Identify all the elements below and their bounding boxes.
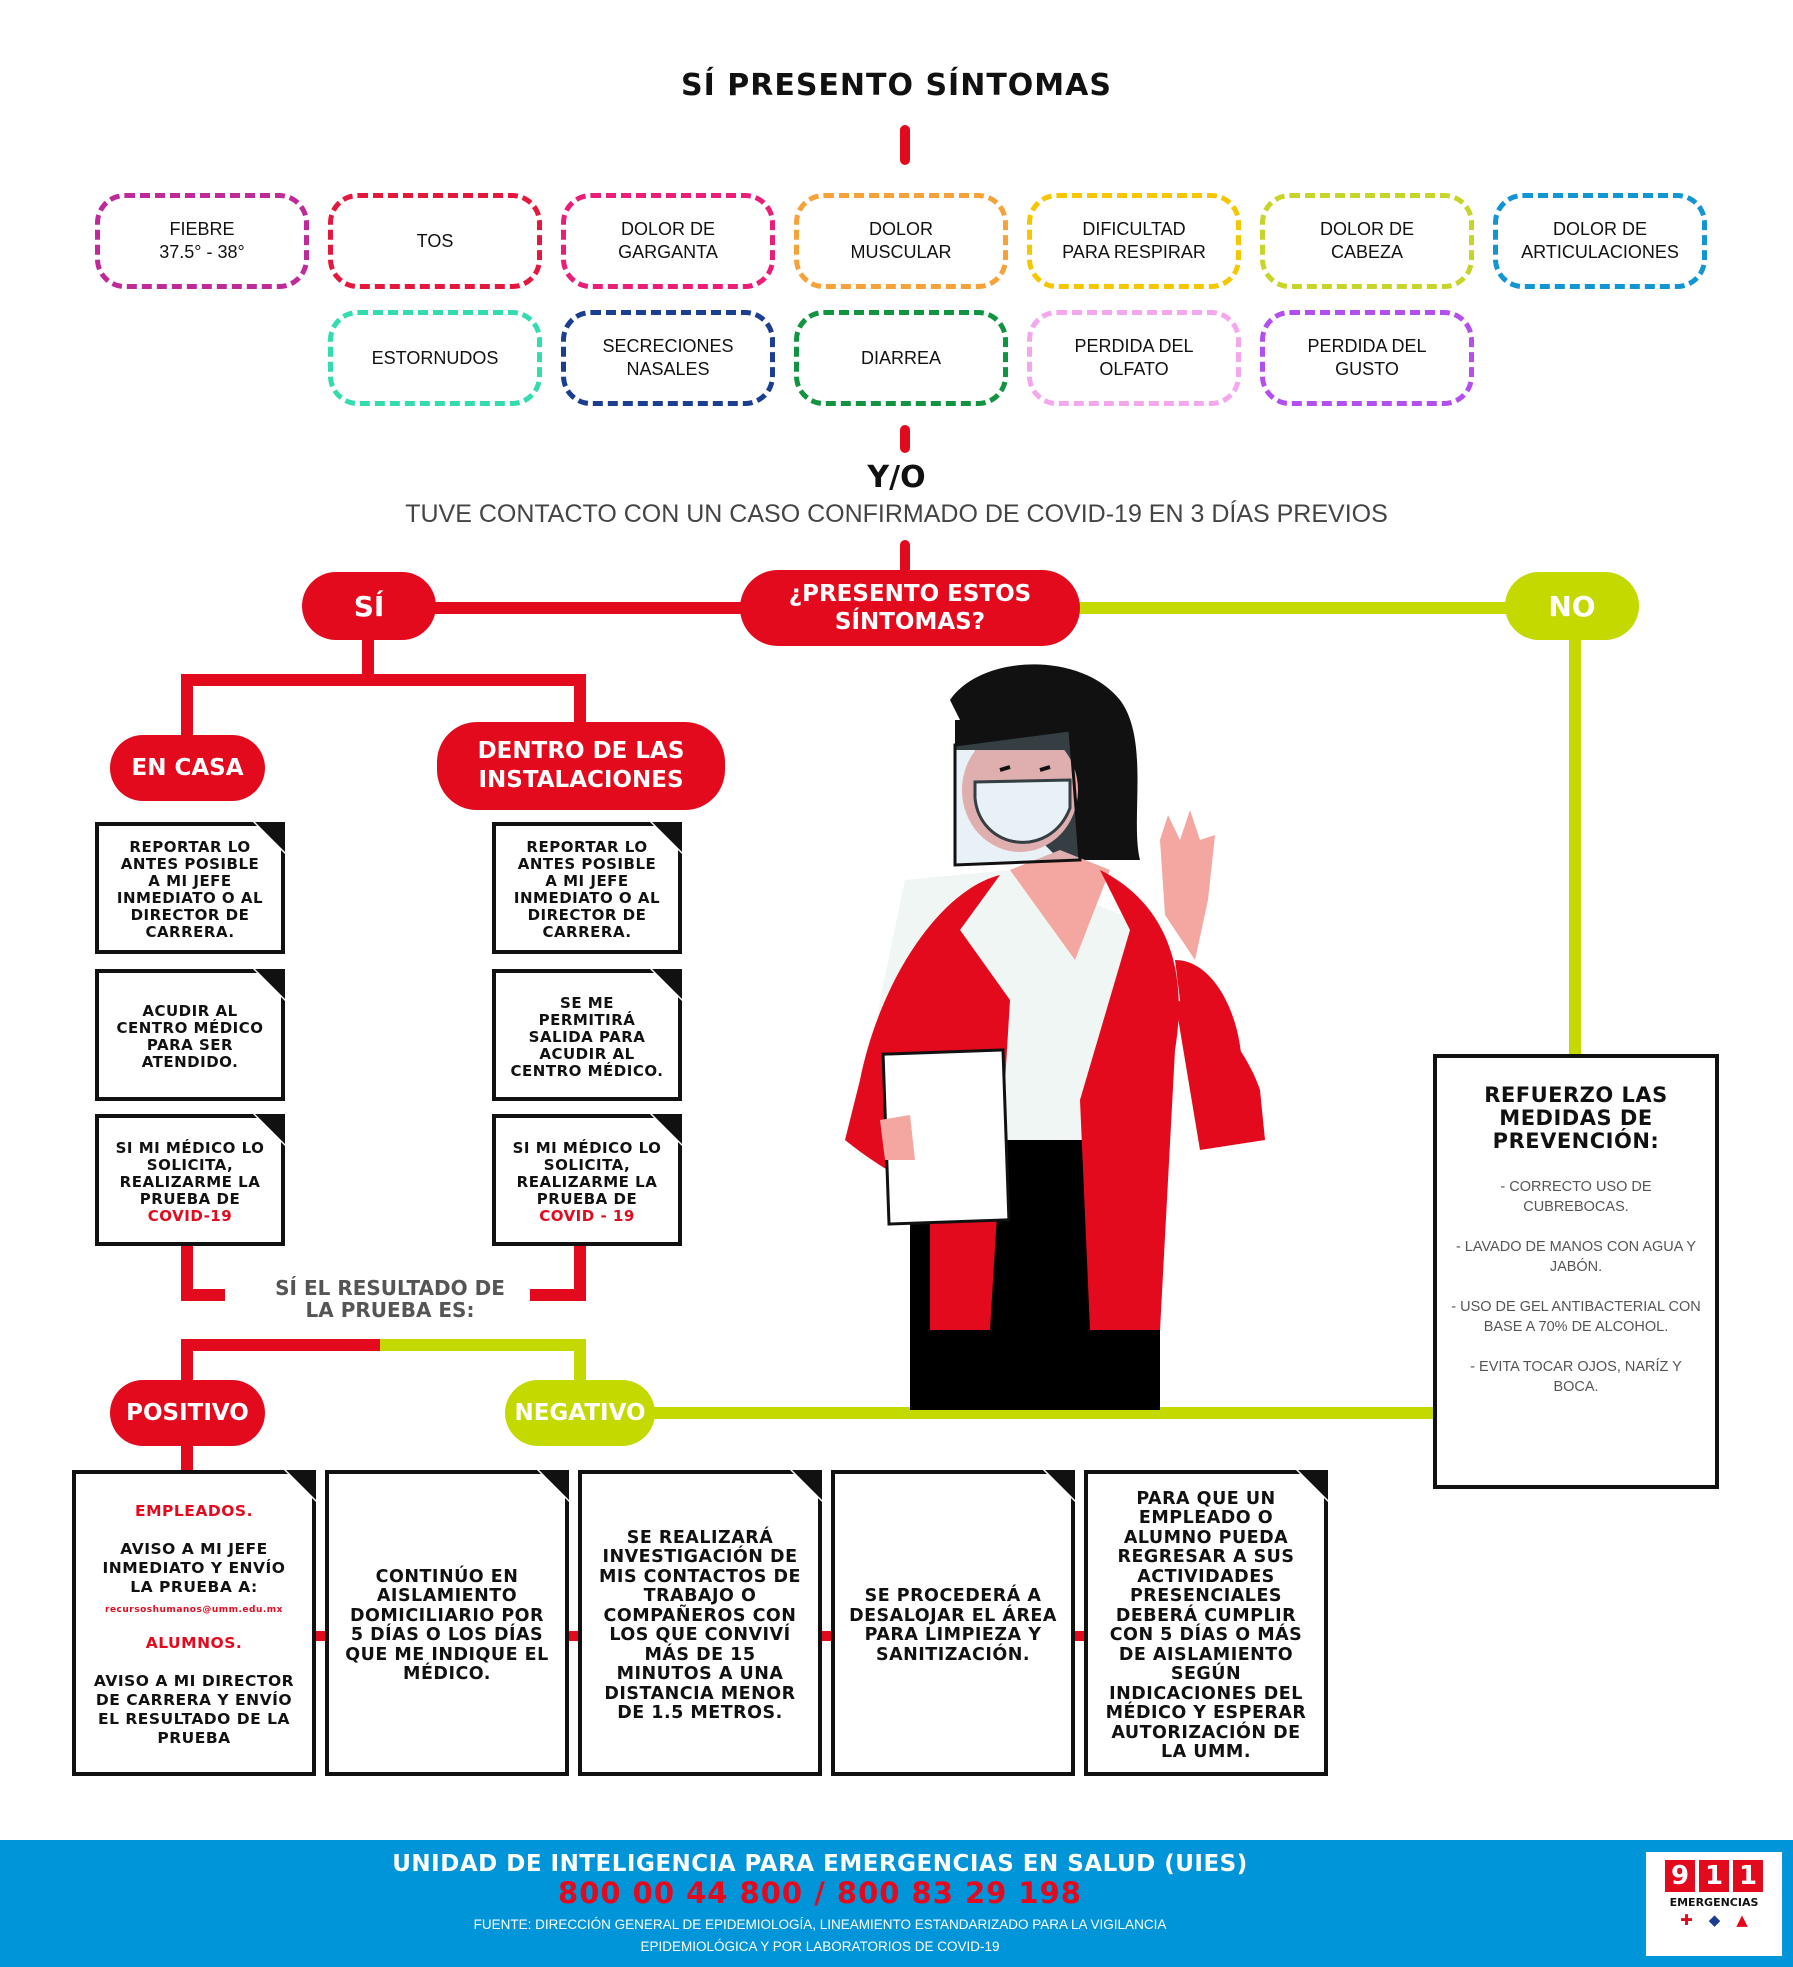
page-title: SÍ PRESENTO SÍNTOMAS [681, 68, 1112, 103]
outcome-step-4: PARA QUE UN EMPLEADO O ALUMNO PUEDA REGR… [1084, 1470, 1328, 1776]
woman-illustration [845, 664, 1265, 1410]
symptom-box: DIARREA [794, 310, 1008, 406]
medical-cross-icon: ✚ [1680, 1911, 1693, 1929]
prevention-item: - CORRECTO USO DE CUBREBOCAS. [1500, 1179, 1652, 1215]
positive-outcome: EMPLEADOS. AVISO A MI JEFE INMEDIATO Y E… [72, 1470, 316, 1776]
connector-home-result [181, 1245, 225, 1301]
yes-pill: SÍ [302, 572, 436, 640]
negative-pill: NEGATIVO [505, 1380, 655, 1446]
emergency-911-logo: 9 1 1 EMERGENCIAS ✚ ◆ ▲ [1646, 1852, 1782, 1956]
home-step-3: SI MI MÉDICO LO SOLICITA, REALIZARME LA … [95, 1114, 285, 1246]
positive-pill: POSITIVO [110, 1380, 265, 1446]
home-step-1: REPORTAR LO ANTES POSIBLE A MI JEFE INME… [95, 822, 285, 954]
police-icon: ◆ [1708, 1911, 1721, 1929]
home-pill: EN CASA [110, 735, 265, 801]
connector-result-negative [380, 1339, 586, 1380]
facility-step-1: REPORTAR LO ANTES POSIBLE A MI JEFE INME… [492, 822, 682, 954]
outcome-step-3: SE PROCEDERÁ A DESALOJAR EL ÁREA PARA LI… [831, 1470, 1075, 1776]
outcome-step-1: CONTINÚO EN AISLAMIENTO DOMICILIARIO POR… [325, 1470, 569, 1776]
symptom-box: PERDIDA DEL GUSTO [1260, 310, 1474, 406]
facility-pill: DENTRO DE LAS INSTALACIONES [437, 722, 725, 810]
symptom-box: DOLOR DE CABEZA [1260, 193, 1474, 289]
symptom-box: FIEBRE 37.5° - 38° [95, 193, 309, 289]
footer-phones: 800 00 44 800 / 800 83 29 198 [558, 1876, 1082, 1910]
footer-org: UNIDAD DE INTELIGENCIA PARA EMERGENCIAS … [392, 1851, 1248, 1877]
facility-step-2: SE ME PERMITIRÁ SALIDA PARA ACUDIR AL CE… [492, 969, 682, 1101]
prevention-item: - USO DE GEL ANTIBACTERIAL CON BASE A 70… [1451, 1299, 1701, 1335]
symptom-box: DOLOR DE ARTICULACIONES [1493, 193, 1707, 289]
logo-digit: 1 [1733, 1860, 1763, 1892]
symptom-box: DOLOR DE GARGANTA [561, 193, 775, 289]
symptom-box: TOS [328, 193, 542, 289]
and-or-label: Y/O [867, 460, 926, 495]
logo-text: EMERGENCIAS [1669, 1896, 1759, 1909]
home-step-2: ACUDIR AL CENTRO MÉDICO PARA SER ATENDID… [95, 969, 285, 1101]
logo-digit: 9 [1665, 1860, 1695, 1892]
prevention-title: REFUERZO LAS MEDIDAS DE PREVENCIÓN: [1484, 1083, 1668, 1153]
result-question: SÍ EL RESULTADO DE LA PRUEBA ES: [275, 1276, 505, 1322]
facility-step-3: SI MI MÉDICO LO SOLICITA, REALIZARME LA … [492, 1114, 682, 1246]
prevention-item: - EVITA TOCAR OJOS, NARÍZ Y BOCA. [1470, 1359, 1682, 1395]
decision-pill: ¿PRESENTO ESTOS SÍNTOMAS? [740, 570, 1080, 646]
symptom-box: DIFICULTAD PARA RESPIRAR [1027, 193, 1241, 289]
symptom-box: SECRECIONES NASALES [561, 310, 775, 406]
symptom-box: ESTORNUDOS [328, 310, 542, 406]
footer-source: FUENTE: DIRECCIÓN GENERAL DE EPIDEMIOLOG… [473, 1917, 1167, 1954]
connector-facility-result [530, 1245, 586, 1301]
logo-digit: 1 [1699, 1860, 1729, 1892]
connector-yes-split [181, 674, 586, 735]
outcome-step-2: SE REALIZARÁ INVESTIGACIÓN DE MIS CONTAC… [578, 1470, 822, 1776]
symptom-box: PERDIDA DEL OLFATO [1027, 310, 1241, 406]
fire-icon: ▲ [1736, 1911, 1748, 1929]
symptom-box: DOLOR MUSCULAR [794, 193, 1008, 289]
no-pill: NO [1505, 572, 1639, 640]
contact-statement: TUVE CONTACTO CON UN CASO CONFIRMADO DE … [405, 500, 1388, 528]
prevention-box: REFUERZO LAS MEDIDAS DE PREVENCIÓN: - CO… [1433, 1054, 1719, 1489]
connector-result-positive [181, 1339, 380, 1380]
footer-bar [0, 1840, 1793, 1967]
prevention-item: - LAVADO DE MANOS CON AGUA Y JABÓN. [1455, 1239, 1697, 1275]
